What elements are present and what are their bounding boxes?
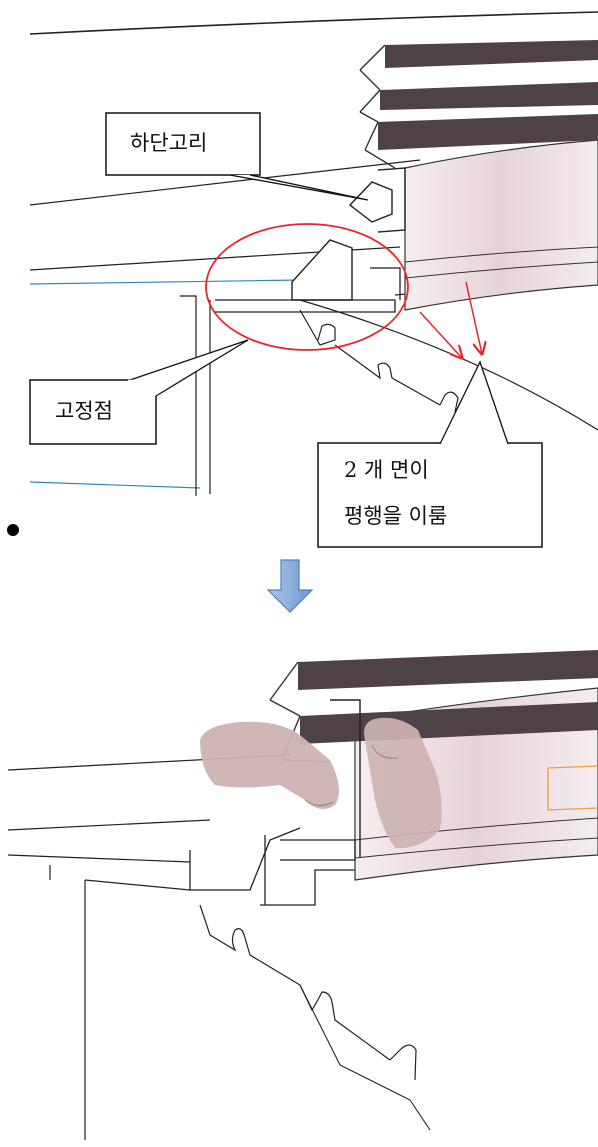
callout-label-parallel-1: 2 개 면이 [344,458,429,482]
finger-left [200,721,339,809]
callout-label-lower-hook: 하단고리 [130,131,208,155]
callout-label-fixed-point: 고정점 [55,399,113,423]
callout-parallel [317,360,543,548]
rib-stack [359,40,598,169]
bottom-diagram [7,650,598,1140]
callout-lower-hook [105,112,369,201]
callout-fixed-point [29,339,249,445]
top-diagram [29,11,598,496]
down-arrow-icon [266,559,314,613]
highlight-ring [205,223,409,351]
finger-right [364,717,442,849]
rib-stack-bottom [269,650,598,763]
callout-label-parallel-2: 평행을 이룸 [344,504,448,528]
bullet-icon [7,524,19,536]
